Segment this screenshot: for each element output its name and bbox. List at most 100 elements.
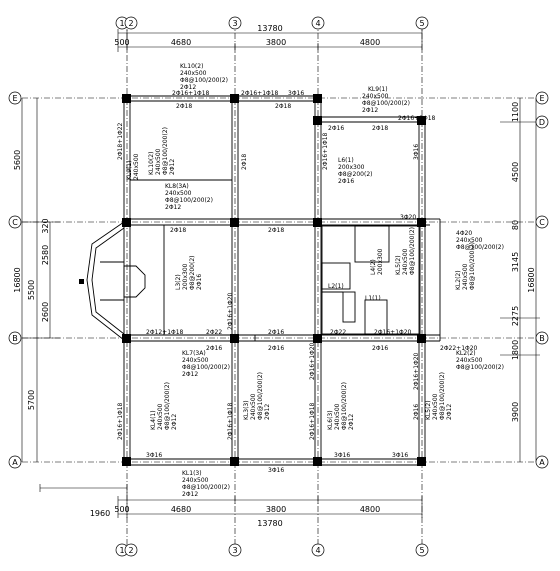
rebar-label: 2Φ16+1Φ18 [241, 90, 279, 97]
beam-label: 240x500 [155, 148, 162, 175]
dim-span: 4800 [360, 505, 380, 514]
beam-label: 2Φ12 [362, 107, 378, 114]
dim-left: 5600 [13, 150, 22, 170]
rebar-label: 2Φ16 [372, 345, 388, 352]
dim-bottom-extra: 1960 [90, 509, 110, 518]
rebar-label: 2Φ16+1Φ20 [309, 342, 316, 380]
beam-label: Φ8@100/200(2) [257, 372, 264, 420]
rebar-label: 3Φ16 [334, 452, 350, 459]
axis-label: 5 [419, 19, 424, 28]
dim-span: 500 [114, 505, 129, 514]
beam-label: Φ8@100/200(2) [182, 484, 230, 491]
dimension-text-vertical: 5600 16800 5500 5700 320 2580 2600 1100 … [13, 102, 536, 422]
axis-label: 5 [419, 546, 424, 555]
beam-label: KL7(3A) [182, 350, 206, 357]
rebar-label: 2Φ18 [170, 227, 186, 234]
rebar-label: 2Φ16+1Φ18 [172, 90, 210, 97]
beam-annotations-vertical: 2Φ18+1Φ22 KL10(2) 240x500 Φ8@100/200(2) … [117, 122, 476, 440]
dim-overall-bottom: 13780 [257, 519, 282, 528]
axis-labels: 1 2 3 4 5 1 2 3 4 5 E C B A E D C B A [12, 19, 545, 555]
axis-label: 2 [128, 546, 133, 555]
beam-label: 2Φ12 [264, 404, 271, 420]
beam-label: KL10(2) [148, 152, 155, 175]
beam-label: 240x500 [133, 153, 140, 180]
beam-label: KL9(1) [126, 160, 133, 180]
beam-label: Φ8@100/200(2) [456, 244, 504, 251]
beam-label: 2Φ12 [171, 414, 178, 430]
dim-left-detail: 320 [41, 218, 50, 233]
dim-span: 500 [114, 38, 129, 47]
beam-label: KL2(2) [456, 350, 476, 357]
beam-label: 2Φ16 [196, 274, 203, 290]
rebar-label: 4Φ20 [456, 230, 472, 237]
axis-bottom-3 [228, 543, 242, 557]
dim-span: 3800 [266, 505, 286, 514]
beam-label: 240x500 [362, 93, 389, 100]
columns [79, 94, 426, 466]
dim-span: 4800 [360, 38, 380, 47]
axis-label: 1 [119, 19, 124, 28]
axis-right-c [535, 215, 549, 229]
axis-right-b [535, 331, 549, 345]
beam-label: KL5(2) [425, 400, 432, 420]
axis-top-4 [311, 16, 325, 30]
rebar-label: 3Φ16 [268, 467, 284, 474]
dim-overall-top: 13780 [257, 24, 282, 33]
beam-label: 200x300 [338, 164, 365, 171]
axis-label: 3 [232, 546, 237, 555]
dim-span: 4680 [171, 505, 191, 514]
beam-label: 2Φ12 [182, 371, 198, 378]
axis-label: C [539, 218, 545, 227]
dimension-text: 13780 500 4680 3800 4800 500 4680 3800 4… [90, 24, 380, 528]
axis-label: 2 [128, 19, 133, 28]
beam-label: KL9(1) [368, 86, 388, 93]
dim-right: 3145 [511, 252, 520, 272]
rebar-label: 3Φ20 [400, 214, 416, 221]
rebar-label: 2Φ18 [241, 154, 248, 170]
axis-right-d [535, 115, 549, 129]
axis-top-2 [124, 16, 138, 30]
axis-bubbles [8, 16, 549, 557]
rebar-label: 2Φ16 [268, 345, 284, 352]
beam-label: 240x500 [182, 357, 209, 364]
beam-label: Φ8@100/200(2) [162, 127, 169, 175]
rebar-label: 2Φ16 [328, 125, 344, 132]
beam-label: Φ8@200(2) [338, 171, 373, 178]
beam-label: L4(2) [370, 259, 377, 275]
dim-right-outer: 16800 [527, 267, 536, 292]
beam-label: 2Φ12 [182, 491, 198, 498]
beam-label: L1(1) [365, 295, 381, 302]
beam-label: Φ8@100/200(2) [341, 382, 348, 430]
axis-right-a [535, 455, 549, 469]
dim-span: 3800 [266, 38, 286, 47]
grid-lines [22, 22, 540, 553]
axis-top-3 [228, 16, 242, 30]
beam-label: KL2(2) [455, 270, 462, 290]
beam-label: Φ8@100/200(2) [409, 227, 416, 275]
axis-left-b [8, 331, 22, 345]
axis-label: C [12, 218, 18, 227]
dim-right: 1100 [511, 102, 520, 122]
beam-label: 2Φ12 [180, 84, 196, 91]
beam-label: 240x500 [456, 357, 483, 364]
beam-label: KL8(3A) [165, 183, 189, 190]
rebar-label: 3Φ16 [413, 144, 420, 160]
beam-annotations: KL10(2) 240x500 Φ8@100/200(2) 2Φ12 2Φ16+… [146, 63, 504, 498]
axis-bottom-4 [311, 543, 325, 557]
beam-label: Φ8@100/200(2) [164, 382, 171, 430]
rebar-label: 2Φ16+1Φ20 [374, 329, 412, 336]
axis-label: A [539, 458, 545, 467]
axis-left-c [8, 215, 22, 229]
axis-label: E [539, 94, 544, 103]
rebar-label: 2Φ16+1Φ18 [117, 402, 124, 440]
beam-lines [123, 95, 441, 466]
dim-left-detail: 2580 [41, 245, 50, 265]
axis-label: D [539, 118, 545, 127]
rebar-label: 2Φ18 [268, 227, 284, 234]
beam-label: Φ8@100/200(2) [469, 242, 476, 290]
axis-label: B [12, 334, 18, 343]
rebar-label: 2Φ16+1Φ20 [413, 352, 420, 390]
beam-label: Φ8@100/200(2) [456, 364, 504, 371]
beam-label: 240x500 [456, 237, 483, 244]
